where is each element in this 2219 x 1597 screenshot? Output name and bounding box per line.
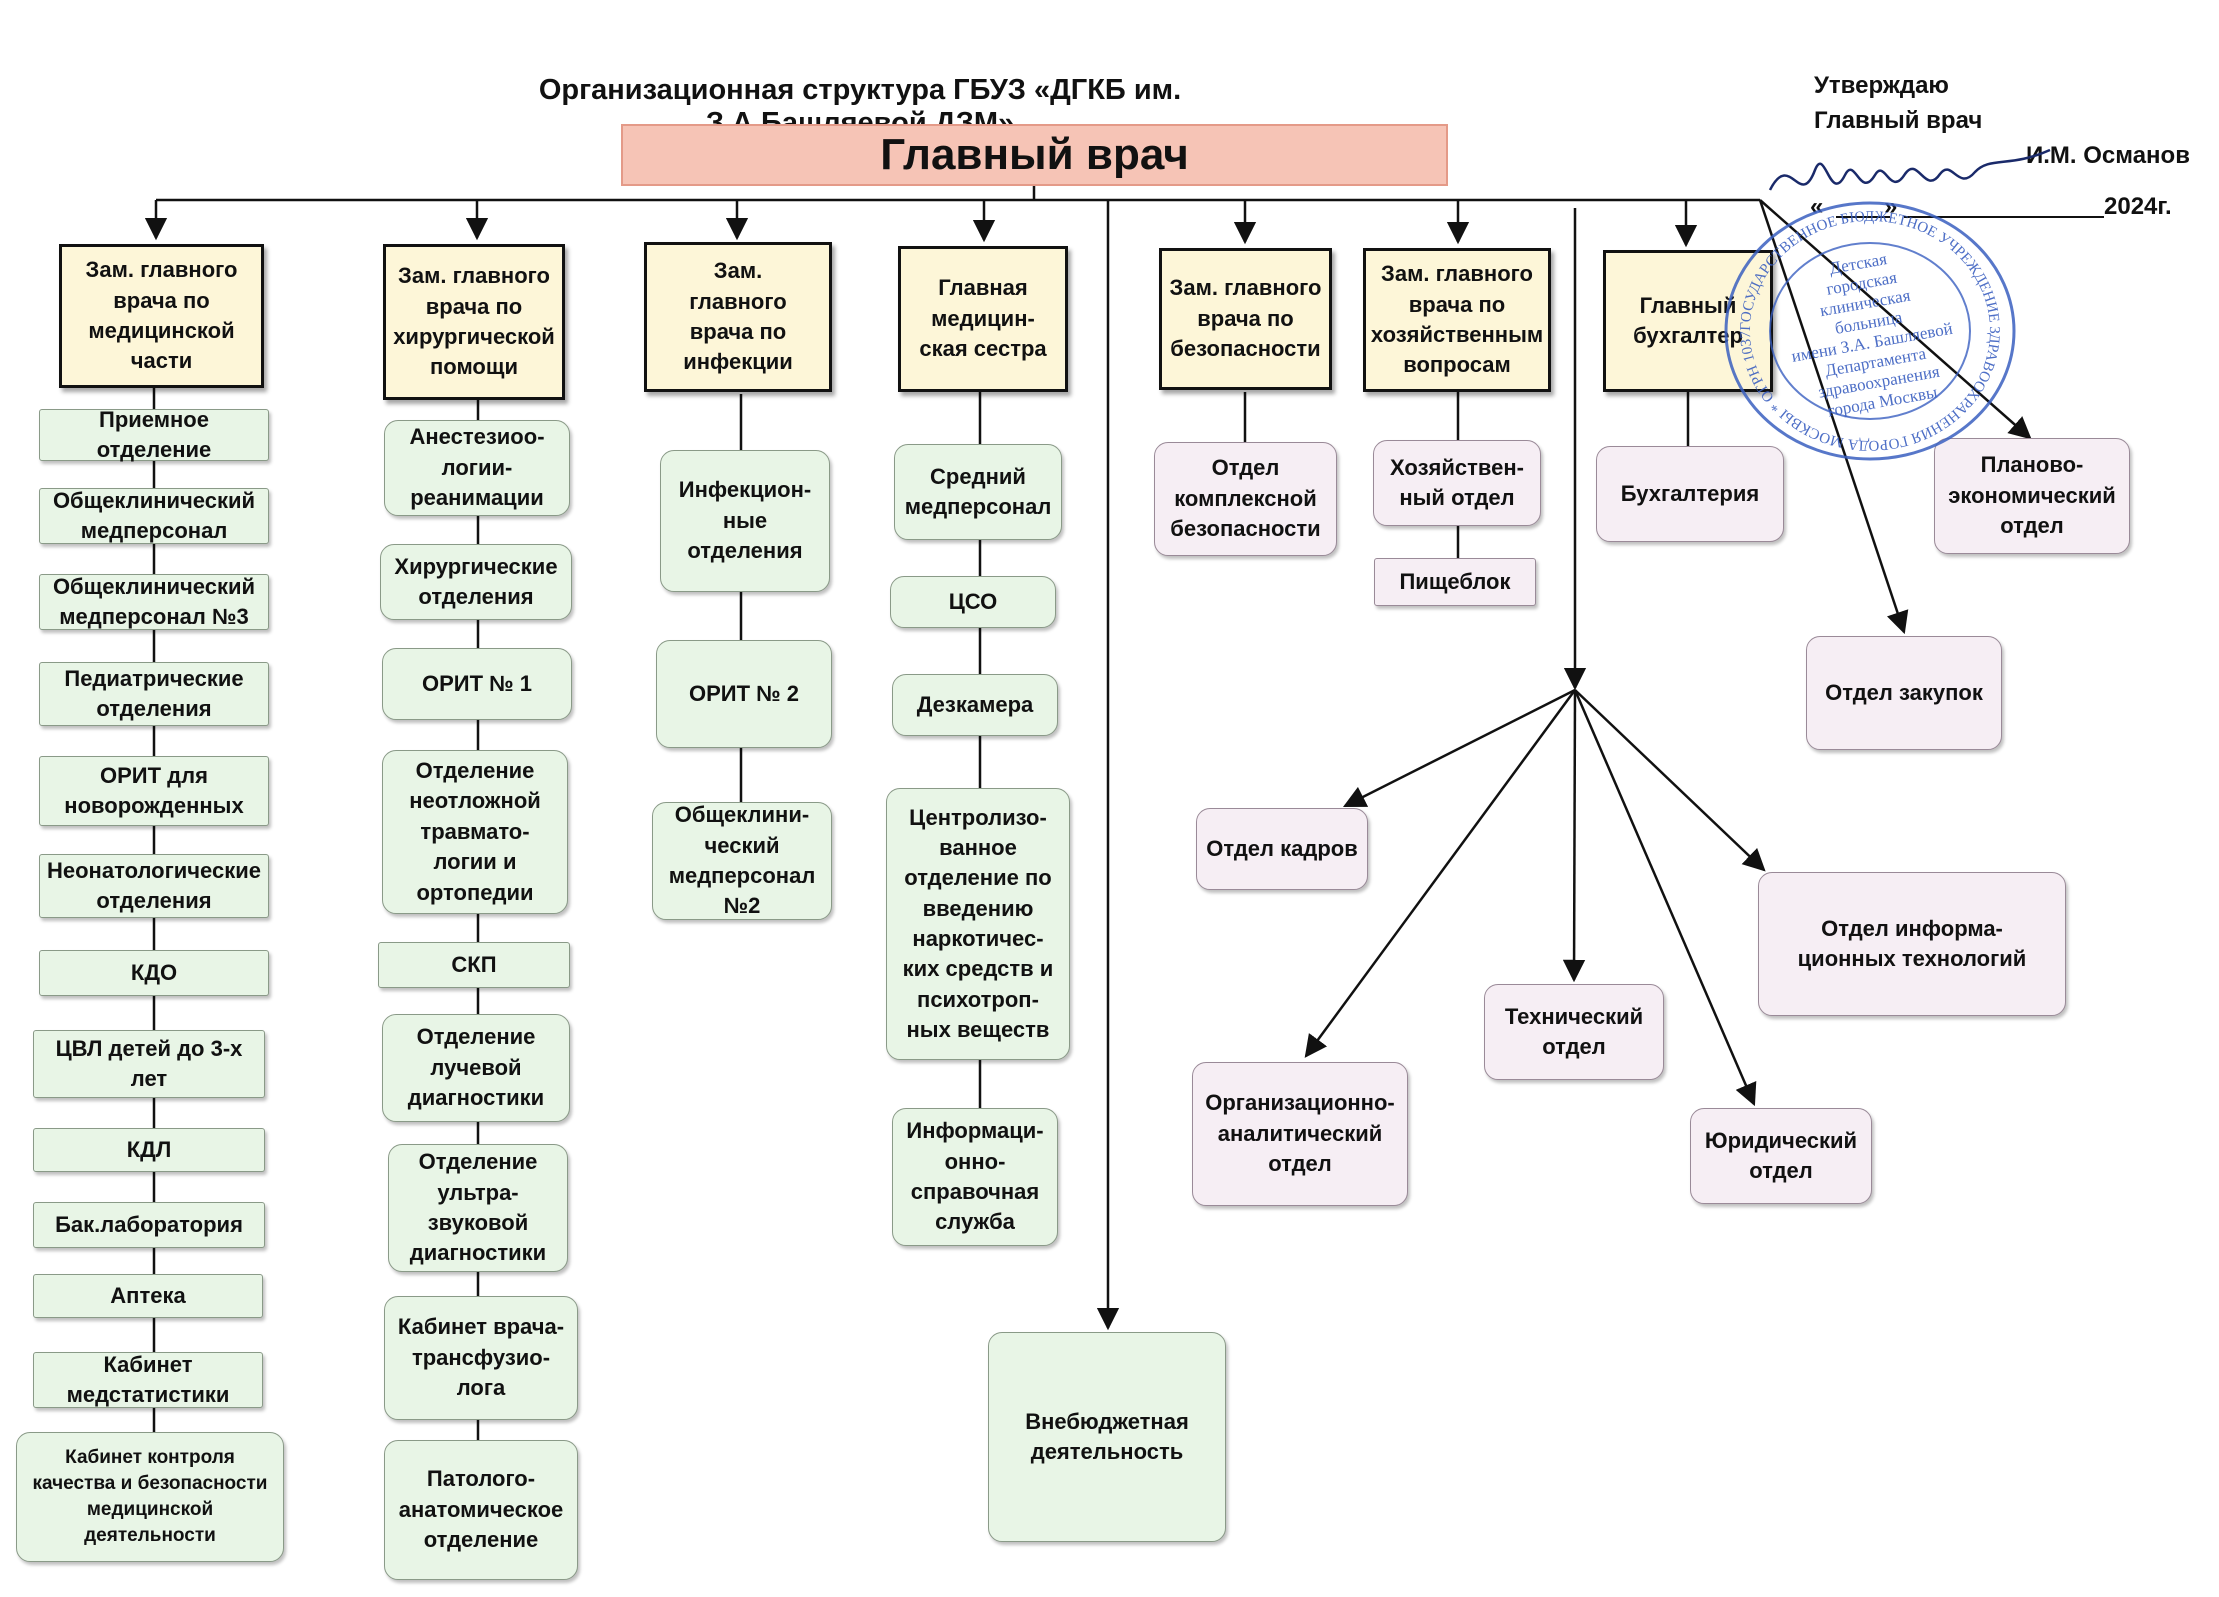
signature-scribble <box>1768 148 2051 191</box>
med-unit: Неонатологические отделения <box>39 854 269 918</box>
nurse-unit: Информаци- онно- справочная служба <box>892 1108 1058 1246</box>
surg-unit: Отделение лучевой диагностики <box>382 1014 570 1122</box>
surg-unit: Кабинет врача- трансфузио- лога <box>384 1296 578 1420</box>
med-unit: Общеклинический медперсонал №3 <box>39 574 269 630</box>
deputy-security: Зам. главного врача по безопасности <box>1159 248 1332 390</box>
deputy-infection: Зам. главного врача по инфекции <box>644 242 832 392</box>
med-unit: ЦВЛ детей до 3-х лет <box>33 1030 265 1098</box>
med-unit: Приемное отделение <box>39 407 269 462</box>
med-unit: Аптека <box>33 1274 263 1318</box>
med-unit: Кабинет медстатистики <box>33 1352 263 1408</box>
approval-line2: Главный врач <box>1814 107 1983 134</box>
planning-unit: Планово- экономический отдел <box>1934 438 2130 554</box>
approval-day-blank <box>1836 216 1890 218</box>
deputy-medical: Зам. главного врача по медицинской части <box>59 244 264 388</box>
med-unit: Бак.лаборатория <box>33 1202 265 1248</box>
approval-month-blank <box>1904 216 2104 218</box>
approval-year: 2024г. <box>2104 193 2172 220</box>
approval-date-close: » <box>1884 193 1898 220</box>
extrabudget-unit: Внебюджетная деятельность <box>988 1332 1226 1542</box>
deputy-surgical: Зам. главного врача по хирургической пом… <box>383 244 565 400</box>
legal-unit: Юридический отдел <box>1690 1108 1872 1204</box>
tech-unit: Технический отдел <box>1484 984 1664 1080</box>
infect-unit: ОРИТ № 2 <box>656 640 832 748</box>
surg-unit: ОРИТ № 1 <box>382 648 572 720</box>
economic-unit: Пищеблок <box>1374 558 1536 606</box>
surg-unit: Хирургические отделения <box>380 544 572 620</box>
chief-accountant: Главный бухгалтер <box>1603 250 1773 392</box>
nurse-unit: Средний медперсонал <box>894 444 1062 540</box>
surg-unit: Отделение неотложной травмато- логии и о… <box>382 750 568 914</box>
surg-unit: СКП <box>378 942 570 988</box>
med-unit: Кабинет контроля качества и безопасности… <box>16 1432 284 1562</box>
surg-unit: Анестезиоо- логии- реанимации <box>384 420 570 516</box>
infect-unit: Инфекцион- ные отделения <box>660 450 830 592</box>
security-unit: Отдел комплексной безопасности <box>1154 442 1337 556</box>
infect-unit: Общеклини- ческий медперсонал №2 <box>652 802 832 920</box>
surg-unit: Патолого- анатомическое отделение <box>384 1440 578 1580</box>
nurse-unit: Центролизо- ванное отделение по введению… <box>886 788 1070 1060</box>
med-unit: КДЛ <box>33 1128 265 1172</box>
surg-unit: Отделение ультра- звуковой диагностики <box>388 1144 568 1272</box>
med-unit: ОРИТ для новорожденных <box>39 756 269 826</box>
hr-unit: Отдел кадров <box>1196 808 1368 890</box>
chief-physician-box: Главный врач <box>621 124 1448 186</box>
approval-line1: Утверждаю <box>1814 72 1949 99</box>
official-stamp: ГОСУДАРСТВЕННОЕ БЮДЖЕТНОЕ УЧРЕЖДЕНИЕ ЗДР… <box>1720 200 2016 461</box>
it-unit: Отдел информа- ционных технологий <box>1758 872 2066 1016</box>
nurse-unit: Дезкамера <box>892 674 1058 736</box>
deputy-economic: Зам. главного врача по хозяйственным воп… <box>1363 248 1551 392</box>
approval-name: И.М. Османов <box>2026 142 2190 169</box>
nurse-unit: ЦСО <box>890 576 1056 628</box>
med-unit: Общеклинический медперсонал <box>39 488 269 544</box>
chart-title: Организационная структура ГБУЗ «ДГКБ им.… <box>538 74 1182 139</box>
accounting-unit: Бухгалтерия <box>1596 446 1784 542</box>
org-unit: Организационно- аналитический отдел <box>1192 1062 1408 1206</box>
procurement-unit: Отдел закупок <box>1806 636 2002 750</box>
med-unit: КДО <box>39 950 269 996</box>
head-nurse: Главная медицин- ская сестра <box>898 246 1068 392</box>
med-unit: Педиатрические отделения <box>39 662 269 726</box>
economic-unit: Хозяйствен- ный отдел <box>1373 440 1541 526</box>
